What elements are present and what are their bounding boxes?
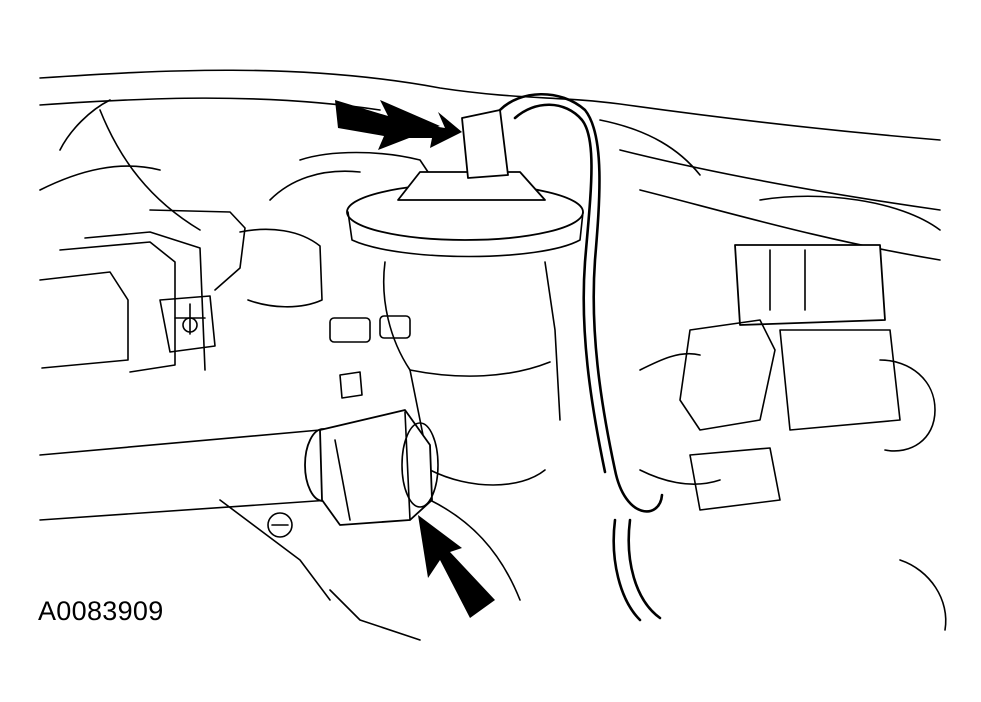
figure-label: A0083909 xyxy=(38,596,164,626)
callout-arrow-icon xyxy=(335,100,440,150)
right-sensor-assembly xyxy=(639,244,947,631)
background-contours xyxy=(39,69,941,261)
left-bracket-assembly xyxy=(39,151,441,373)
callout-arrow-icon xyxy=(418,515,495,618)
callout-arrow-icon xyxy=(406,112,462,148)
callout-arrows xyxy=(335,100,495,618)
wiring-harness xyxy=(498,93,664,622)
pipe-and-nut-fitting xyxy=(39,409,521,641)
